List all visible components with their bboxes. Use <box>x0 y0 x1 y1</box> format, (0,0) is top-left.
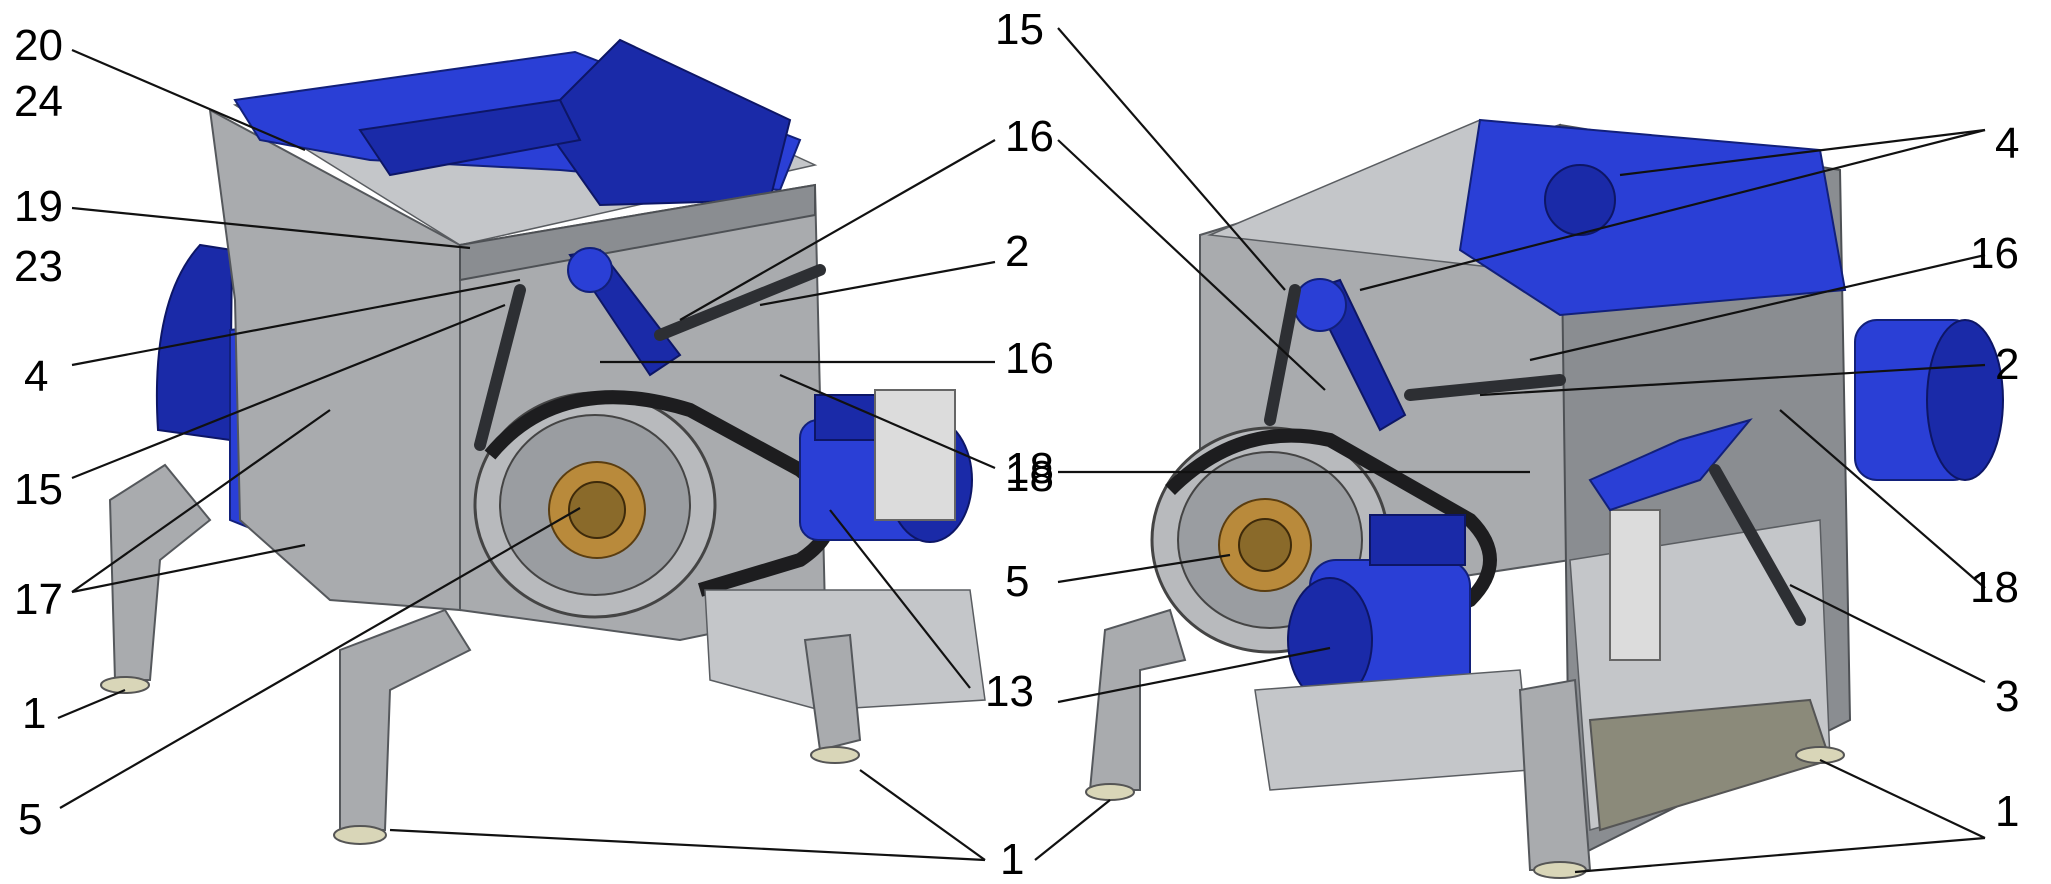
right-machine <box>1085 118 2004 879</box>
right-lower-rod <box>1709 464 1806 626</box>
leader-lines <box>57 27 1986 874</box>
left-leg-front-left <box>339 608 472 831</box>
callout-right-16b: 16 <box>1970 229 2019 278</box>
callout-left-17: 17 <box>14 575 63 624</box>
right-side-rod <box>1264 284 1301 426</box>
right-control-cabinet <box>1609 509 1661 661</box>
leader-right-1b <box>1574 836 1986 874</box>
left-leg-rear <box>108 463 212 681</box>
leader-left-1 <box>57 688 126 720</box>
leader-right-2 <box>1479 363 1986 397</box>
left-foot-front-left <box>333 825 387 845</box>
callout-left-2: 2 <box>1005 227 1030 276</box>
leader-left-13 <box>829 509 971 689</box>
leader-bottom-1c <box>1034 799 1111 861</box>
callout-left-23: 23 <box>14 242 63 291</box>
callout-right-4: 4 <box>1995 119 2020 168</box>
right-hopper-pulley <box>1544 164 1616 236</box>
leader-left-20 <box>71 48 306 152</box>
leader-right-4a <box>1619 128 1986 177</box>
leader-right-5 <box>1057 553 1231 584</box>
leader-right-15 <box>1057 27 1286 291</box>
callout-left-13: 13 <box>985 667 1034 716</box>
callout-left-20: 20 <box>14 21 63 70</box>
leader-bottom-1a <box>389 828 986 862</box>
callout-left-4: 4 <box>24 352 49 401</box>
leader-left-5 <box>59 507 581 809</box>
left-foot-rear <box>100 676 150 694</box>
callout-left-24: 24 <box>14 77 63 126</box>
callout-left-1: 1 <box>22 689 47 738</box>
callout-left-16b: 16 <box>1005 334 1054 383</box>
left-control-cabinet <box>874 389 956 521</box>
leader-left-17a <box>71 409 331 593</box>
callout-right-3: 3 <box>1995 672 2020 721</box>
callout-right-2: 2 <box>1995 340 2020 389</box>
left-tension-pulley <box>567 247 613 293</box>
leader-right-16b <box>1529 253 1986 362</box>
right-base-tray <box>1254 669 1531 791</box>
right-rotor-hub <box>1238 518 1292 572</box>
leader-left-18 <box>779 373 996 470</box>
right-foot-rear <box>1795 746 1845 764</box>
left-hopper-flap <box>538 38 792 207</box>
left-rotor-hub <box>568 481 626 539</box>
leader-left-4 <box>71 278 521 367</box>
callout-left-19: 19 <box>14 182 63 231</box>
callout-right-18: 18 <box>1005 452 1054 501</box>
right-leg-front <box>1088 608 1187 791</box>
leader-left-2 <box>759 260 996 307</box>
right-tension-rod <box>1404 374 1566 401</box>
callout-left-16a: 16 <box>1005 112 1054 161</box>
leader-bottom-1b <box>859 769 986 861</box>
leader-right-13 <box>1057 646 1331 704</box>
left-leg-front-right <box>803 633 862 752</box>
leader-left-16a <box>679 139 996 321</box>
left-hopper-arm <box>358 98 582 177</box>
callout-left-15: 15 <box>14 465 63 514</box>
leader-right-18b <box>1779 409 1986 589</box>
callout-left-18: 18 <box>1005 444 1054 493</box>
right-motor-box <box>1369 514 1466 566</box>
right-floor-plate <box>1588 698 1832 832</box>
leader-left-15 <box>71 303 506 480</box>
right-tension-pulley <box>1293 278 1347 332</box>
leader-left-17b <box>71 543 306 594</box>
left-tension-rod <box>654 264 826 341</box>
callout-right-15: 15 <box>995 5 1044 54</box>
right-drive-belt <box>1165 428 1497 647</box>
leader-right-1a <box>1819 759 1986 839</box>
callout-left-5: 5 <box>18 795 43 844</box>
left-side-rod <box>474 284 526 451</box>
left-front-crossbar <box>459 183 816 282</box>
right-inner-blue <box>1588 418 1753 512</box>
callout-right-18b: 18 <box>1970 563 2019 612</box>
leader-right-4b <box>1359 128 1986 292</box>
left-machine <box>100 38 986 845</box>
right-hopper-cover <box>1458 118 1847 317</box>
leader-right-3 <box>1789 584 1986 683</box>
right-rear-motor-end <box>1926 319 2004 481</box>
right-foot-front <box>1085 783 1135 801</box>
leader-right-16a <box>1057 139 1326 391</box>
right-foot-mid <box>1533 861 1587 879</box>
callout-right-5: 5 <box>1005 557 1030 606</box>
callout-right-1: 1 <box>1995 787 2020 836</box>
left-foot-front-right <box>810 746 860 764</box>
callout-bottom-1: 1 <box>1000 835 1025 884</box>
leader-left-19 <box>71 206 471 250</box>
